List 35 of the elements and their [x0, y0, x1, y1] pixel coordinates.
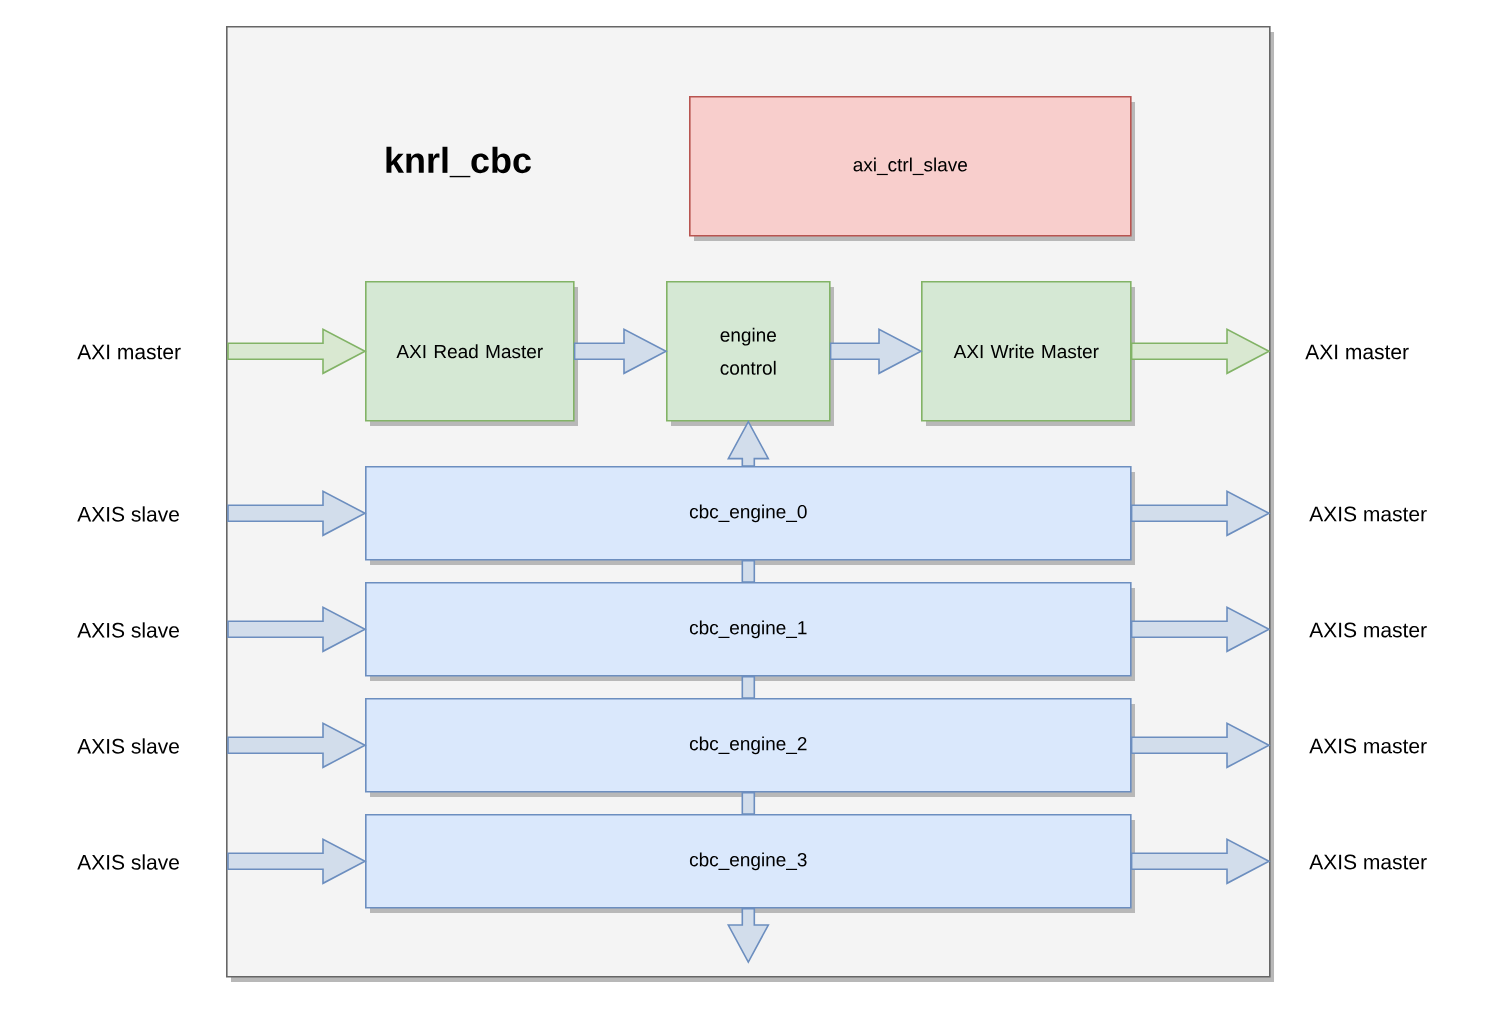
block-arrow	[227, 606, 367, 653]
block-arrow	[227, 722, 367, 769]
block-arrow	[227, 328, 367, 375]
block-arrow	[227, 490, 367, 537]
port-label: AXIS master	[1309, 622, 1427, 638]
block-arrow	[1130, 490, 1271, 537]
block-arrow	[726, 419, 770, 467]
engine-box: cbc_engine_0	[365, 466, 1135, 565]
module-box: axi_ctrl_slave	[689, 96, 1135, 241]
block-arrow	[573, 328, 668, 375]
port-label: AXIS slave	[77, 622, 179, 638]
module-box: AXI Write Master	[921, 281, 1135, 426]
engine-box: cbc_engine_3	[365, 814, 1135, 913]
block-arrow	[1130, 606, 1271, 653]
block-arrow	[829, 328, 923, 375]
engine-box: cbc_engine_2	[365, 698, 1135, 797]
block-arrow	[227, 838, 367, 885]
block-arrow	[726, 907, 770, 964]
port-label: AXIS slave	[77, 738, 179, 754]
port-label: AXIS master	[1309, 854, 1427, 870]
connector-bar	[741, 791, 756, 815]
module-box: engine control	[666, 281, 834, 426]
port-label: AXI master	[77, 344, 181, 360]
connector-bar	[741, 675, 756, 699]
module-box: AXI Read Master	[365, 281, 578, 426]
connector-bar	[741, 559, 756, 583]
port-label: AXIS master	[1309, 738, 1427, 754]
block-arrow	[1130, 722, 1271, 769]
port-label: AXIS slave	[77, 506, 179, 522]
engine-box: cbc_engine_1	[365, 582, 1135, 681]
port-label: AXIS slave	[77, 854, 179, 870]
port-label: AXIS master	[1309, 506, 1427, 522]
block-arrow	[1130, 328, 1271, 375]
block-arrow	[1130, 838, 1271, 885]
port-label: AXI master	[1305, 344, 1409, 360]
